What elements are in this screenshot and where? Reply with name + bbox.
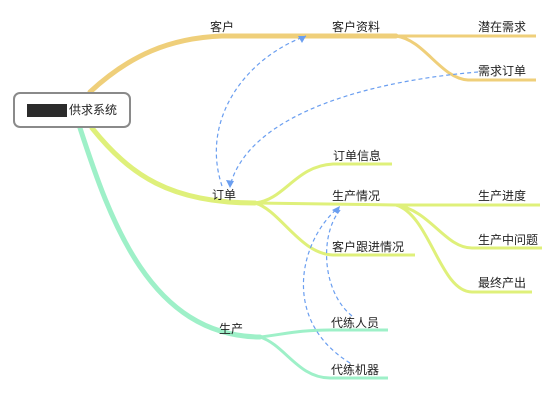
link-production-machines (259, 335, 388, 380)
redaction-block (27, 104, 67, 117)
node-production[interactable]: 生产 (219, 322, 244, 336)
node-customer[interactable]: 客户 (210, 20, 235, 34)
node-final-output[interactable]: 最终产出 (478, 276, 527, 290)
root-node[interactable]: 供求系统 (13, 92, 131, 128)
relationship-arrowhead (332, 206, 340, 214)
link-production-trainers (259, 328, 388, 339)
link-order-info (254, 162, 392, 205)
node-demand-order[interactable]: 需求订单 (478, 64, 527, 78)
node-customer-profile[interactable]: 客户资料 (332, 20, 381, 34)
node-potential-demand[interactable]: 潜在需求 (478, 20, 527, 34)
node-order-info[interactable]: 订单信息 (333, 149, 382, 163)
relationship-trainers-to-production-status (326, 207, 353, 317)
root-node-label: 供求系统 (69, 103, 118, 117)
node-production-status[interactable]: 生产情况 (332, 189, 381, 203)
node-machines[interactable]: 代练机器 (331, 363, 380, 377)
node-trainers[interactable]: 代练人员 (331, 316, 380, 330)
relationship-arrowhead (226, 180, 234, 188)
relationship-demand-order-to-order (229, 71, 479, 187)
relationship-arrowhead (298, 36, 306, 43)
link-order-customer-followup (254, 201, 415, 257)
node-production-progress[interactable]: 生产进度 (478, 189, 527, 203)
relationship-order-to-customer-profile (215, 35, 307, 187)
branch-customer-line (87, 33, 399, 95)
branch-order-line (89, 125, 258, 206)
link-production-status-final-output (395, 203, 532, 294)
node-production-issues[interactable]: 生产中问题 (478, 233, 539, 247)
node-order[interactable]: 订单 (212, 188, 237, 202)
relationship-machines-to-production-status (302, 207, 351, 364)
branch-production-line (77, 125, 263, 340)
link-customer-profile-demand-order (395, 34, 536, 82)
link-order-production-status (254, 201, 397, 207)
node-customer-followup[interactable]: 客户跟进情况 (332, 240, 405, 254)
link-production-status-issues (395, 203, 542, 250)
